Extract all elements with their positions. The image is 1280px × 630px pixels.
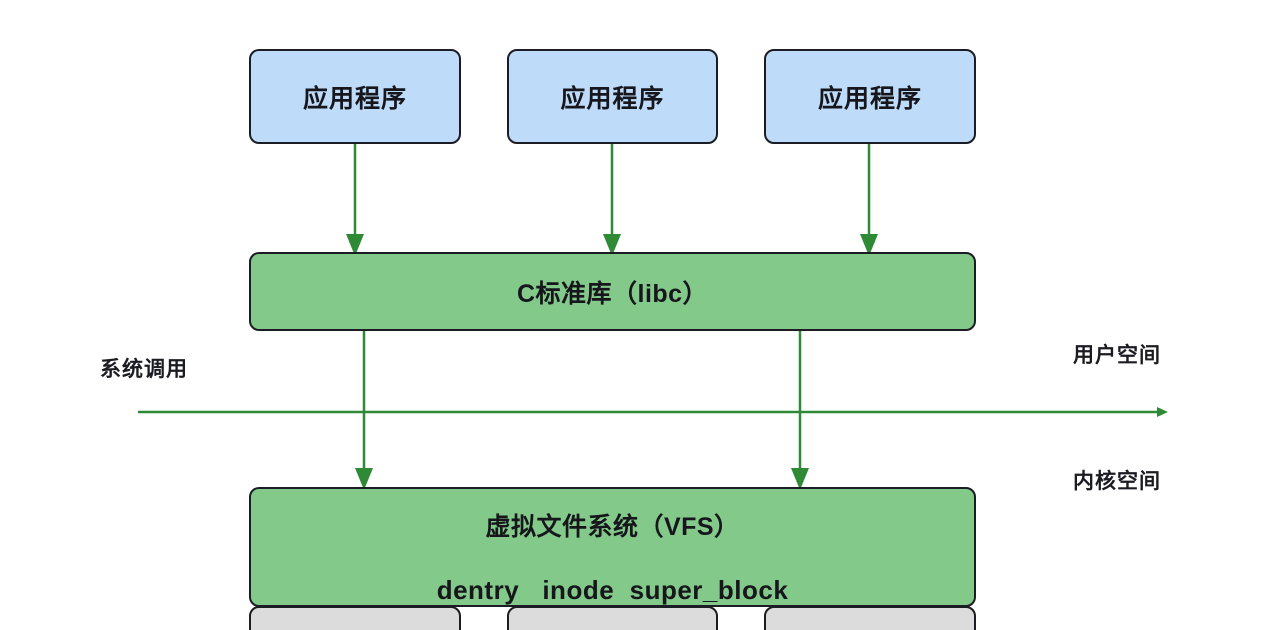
app-box-1[interactable]: 应用程序 <box>249 49 461 144</box>
user-space-label: 用户空间 <box>1073 344 1161 367</box>
kernel-space-label: 内核空间 <box>1073 470 1161 493</box>
subsystem-box-1[interactable] <box>249 606 461 630</box>
vfs-box[interactable]: 虚拟文件系统（VFS） dentry inode super_block <box>249 487 976 607</box>
libc-label: C标准库（libc） <box>516 279 709 308</box>
vfs-title: 虚拟文件系统（VFS） <box>485 513 740 541</box>
app-box-3-label: 应用程序 <box>817 84 922 113</box>
syscall-label: 系统调用 <box>100 358 188 381</box>
vfs-structs-label: dentry inode super_block <box>436 575 789 605</box>
subsystem-box-2[interactable] <box>507 606 718 630</box>
subsystem-box-3[interactable] <box>764 606 976 630</box>
app-box-1-label: 应用程序 <box>302 84 407 113</box>
app-box-3[interactable]: 应用程序 <box>764 49 976 144</box>
app-box-2-label: 应用程序 <box>560 84 665 113</box>
libc-box[interactable]: C标准库（libc） <box>249 252 976 331</box>
app-box-2[interactable]: 应用程序 <box>507 49 718 144</box>
